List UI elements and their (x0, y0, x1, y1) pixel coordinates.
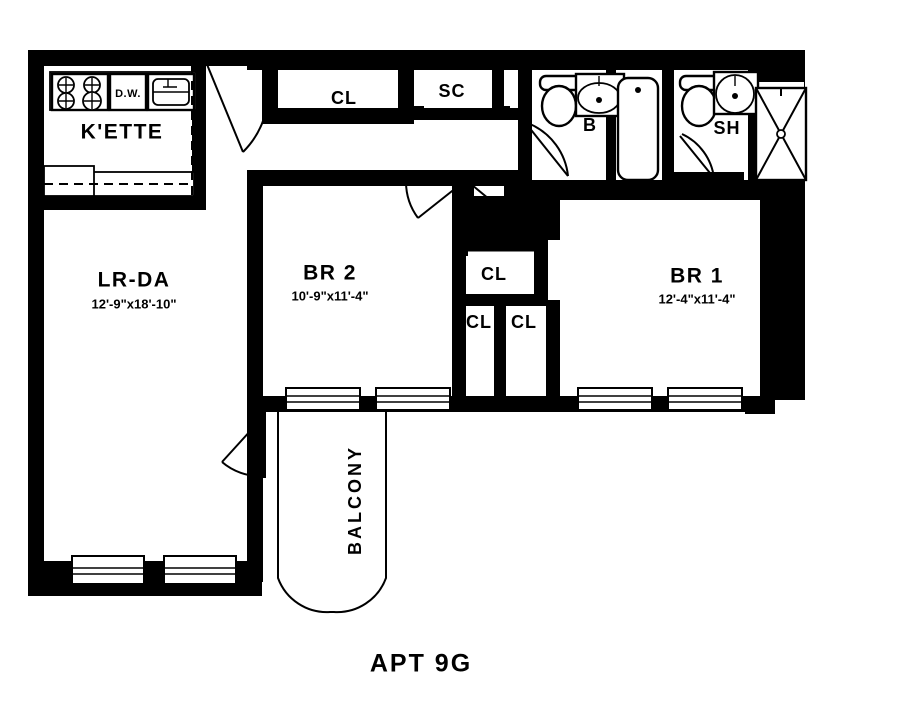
label-lr-da-dim: 12'-9"x18'-10" (91, 296, 176, 311)
window-br1-2 (667, 387, 743, 411)
bathroom-b-fixtures (538, 72, 660, 182)
bathtub-fixture (616, 76, 660, 182)
dishwasher-label: D.W. (115, 88, 141, 100)
label-closet-sc: SC (438, 81, 465, 101)
label-closet-center-right: CL (511, 312, 537, 332)
window-lr-2 (163, 555, 237, 585)
doors (200, 56, 744, 478)
toilet-bowl-1 (540, 84, 578, 128)
entry-door-leaf (205, 61, 244, 153)
apartment-title: APT 9G (370, 650, 472, 678)
br2-door-right-arc (511, 181, 525, 219)
window-br2-2 (375, 387, 451, 411)
room-labels: K'ETTE LR-DA 12'-9"x18'-10" BR 2 10'-9"x… (81, 81, 740, 332)
bath-sh-door-leaf (679, 135, 715, 179)
label-closet-center-top: CL (481, 264, 507, 284)
closet-sc-floor (414, 70, 492, 114)
bath-b-door-leaf (527, 125, 569, 177)
dishwasher-appliance (108, 72, 148, 112)
label-br1-dim: 12'-4"x11'-4" (658, 291, 735, 306)
balcony-group: BALCONY (277, 412, 387, 614)
sink-faucet (153, 79, 189, 93)
balcony-outline (277, 412, 387, 614)
window-lr-1 (71, 555, 145, 585)
balcony-door-leaf (221, 417, 263, 463)
window-br1-1 (577, 387, 653, 411)
closet-door-lines (278, 106, 558, 396)
kitchen-counter-end (43, 165, 95, 197)
toilet-bowl-2 (680, 84, 718, 128)
label-br2: BR 2 (303, 262, 357, 285)
label-br1: BR 1 (670, 265, 724, 288)
bathroom-sh-fixtures (678, 70, 808, 182)
room-br2-floor (262, 184, 452, 396)
label-bath-b: B (583, 115, 597, 135)
label-lr-da: LR-DA (98, 269, 171, 292)
bath-b-door-arc (529, 123, 569, 177)
room-br1-floor (560, 184, 760, 396)
label-closet-hall: CL (331, 88, 357, 108)
label-kitchen: K'ETTE (81, 121, 164, 144)
kitchen-group: D.W. (43, 66, 206, 197)
window-br2-1 (285, 387, 361, 411)
br2-door-left-arc (405, 181, 419, 219)
entry-door-arc (242, 63, 270, 153)
br2-door-left-leaf (417, 179, 467, 219)
windows (71, 387, 743, 585)
label-closet-center-left: CL (466, 312, 492, 332)
label-bath-sh: SH (713, 118, 740, 138)
balcony-label: BALCONY (345, 445, 365, 555)
label-br2-dim: 10'-9"x11'-4" (291, 288, 368, 303)
